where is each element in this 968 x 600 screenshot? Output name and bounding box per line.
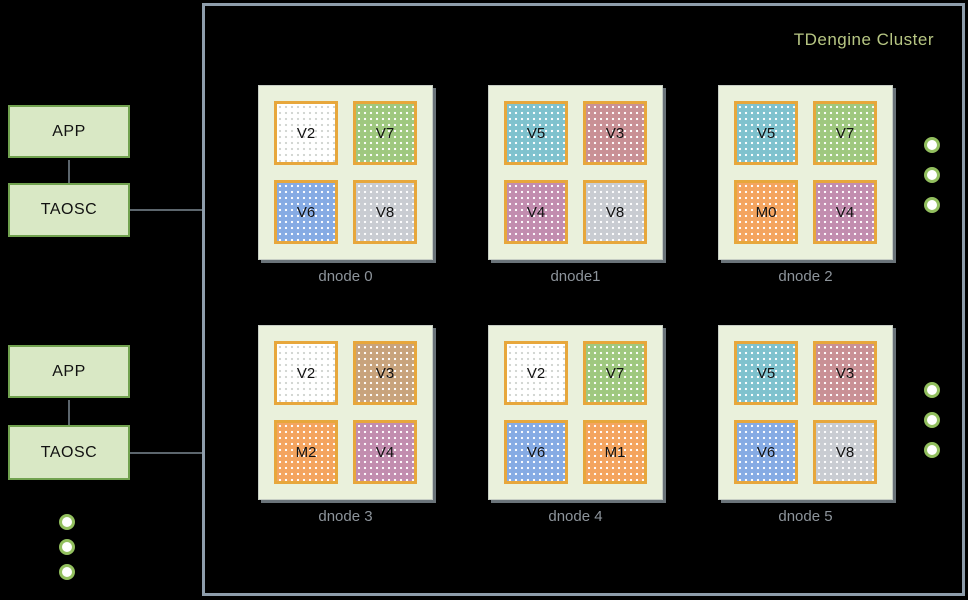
- vnode-v4: V4: [504, 180, 568, 244]
- app-node-2-label: APP: [52, 362, 86, 380]
- vnode-m1: M1: [583, 420, 647, 484]
- vnode-v6: V6: [734, 420, 798, 484]
- vnode-v7: V7: [813, 101, 877, 165]
- vnode-v5: V5: [504, 101, 568, 165]
- vnode-v8: V8: [813, 420, 877, 484]
- dnode-4-box: V2 V7 V6 M1: [488, 325, 663, 500]
- dnode-2-box: V5 V7 M0 V4: [718, 85, 893, 260]
- vnode-v7: V7: [583, 341, 647, 405]
- app-node-1-label: APP: [52, 122, 86, 140]
- taosc-node-2-label: TAOSC: [40, 443, 98, 461]
- vnode-v2: V2: [504, 341, 568, 405]
- ellipsis-dot: [59, 564, 75, 580]
- vnode-v6: V6: [274, 180, 338, 244]
- dnode-2: V5 V7 M0 V4 dnode 2: [718, 85, 893, 285]
- vnode-v5: V5: [734, 101, 798, 165]
- dnode-2-label: dnode 2: [778, 268, 833, 285]
- ellipsis-dot: [924, 197, 940, 213]
- dnode-3: V2 V3 M2 V4 dnode 3: [258, 325, 433, 525]
- vnode-v5: V5: [734, 341, 798, 405]
- ellipsis-dot: [59, 514, 75, 530]
- vnode-v3: V3: [353, 341, 417, 405]
- ellipsis-dot: [924, 167, 940, 183]
- dnode-1: V5 V3 V4 V8 dnode1: [488, 85, 663, 285]
- taosc-node-2: TAOSC: [8, 425, 130, 480]
- app-node-2: APP: [8, 345, 130, 398]
- vnode-v7: V7: [353, 101, 417, 165]
- dnode-1-box: V5 V3 V4 V8: [488, 85, 663, 260]
- dnode-1-label: dnode1: [550, 268, 601, 285]
- vnode-v2: V2: [274, 341, 338, 405]
- vnode-v6: V6: [504, 420, 568, 484]
- dnode-0-box: V2 V7 V6 V8: [258, 85, 433, 260]
- vnode-v8: V8: [353, 180, 417, 244]
- vnode-v4: V4: [353, 420, 417, 484]
- taosc-node-1-label: TAOSC: [40, 201, 98, 218]
- dnode-0: V2 V7 V6 V8 dnode 0: [258, 85, 433, 285]
- connector-taosc2-cluster: [130, 452, 202, 454]
- dnode-4-label: dnode 4: [548, 508, 603, 525]
- ellipsis-dot: [924, 412, 940, 428]
- dnode-0-label: dnode 0: [318, 268, 373, 285]
- dnode-5: V5 V3 V6 V8 dnode 5: [718, 325, 893, 525]
- vnode-v3: V3: [813, 341, 877, 405]
- dnode-3-box: V2 V3 M2 V4: [258, 325, 433, 500]
- connector-app1-taosc1: [68, 160, 70, 183]
- cluster-title: TDengine Cluster: [793, 30, 934, 49]
- dnode-4: V2 V7 V6 M1 dnode 4: [488, 325, 663, 525]
- vnode-v4: V4: [813, 180, 877, 244]
- dnode-5-box: V5 V3 V6 V8: [718, 325, 893, 500]
- vnode-v3: V3: [583, 101, 647, 165]
- ellipsis-dot: [924, 442, 940, 458]
- vnode-v2: V2: [274, 101, 338, 165]
- dnode-3-label: dnode 3: [318, 508, 373, 525]
- ellipsis-dot: [924, 382, 940, 398]
- taosc-node-1: TAOSC: [8, 183, 130, 237]
- ellipsis-dot: [924, 137, 940, 153]
- vnode-m0: M0: [734, 180, 798, 244]
- dnode-5-label: dnode 5: [778, 508, 833, 525]
- tdengine-cluster-box: TDengine Cluster V2 V7 V6 V8 dnode 0 V5 …: [202, 3, 965, 596]
- connector-taosc1-cluster: [130, 209, 202, 211]
- vnode-m2: M2: [274, 420, 338, 484]
- app-node-1: APP: [8, 105, 130, 158]
- ellipsis-dot: [59, 539, 75, 555]
- connector-app2-taosc2: [68, 400, 70, 425]
- vnode-v8: V8: [583, 180, 647, 244]
